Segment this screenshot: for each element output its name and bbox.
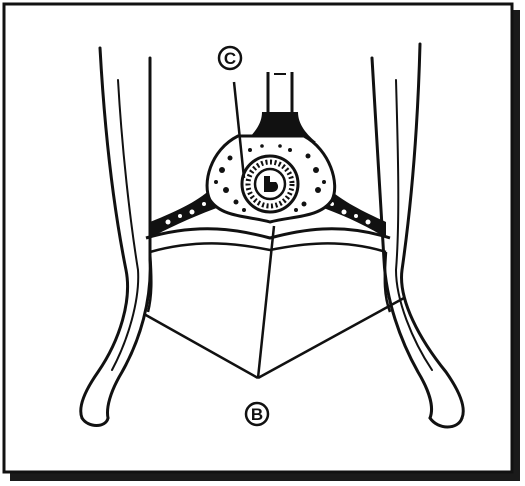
central-ring bbox=[242, 156, 298, 212]
callout-b-label: B bbox=[251, 405, 263, 424]
callout-c-label: C bbox=[224, 49, 236, 68]
callout-b: B bbox=[246, 403, 268, 425]
callout-c: C bbox=[219, 47, 241, 69]
